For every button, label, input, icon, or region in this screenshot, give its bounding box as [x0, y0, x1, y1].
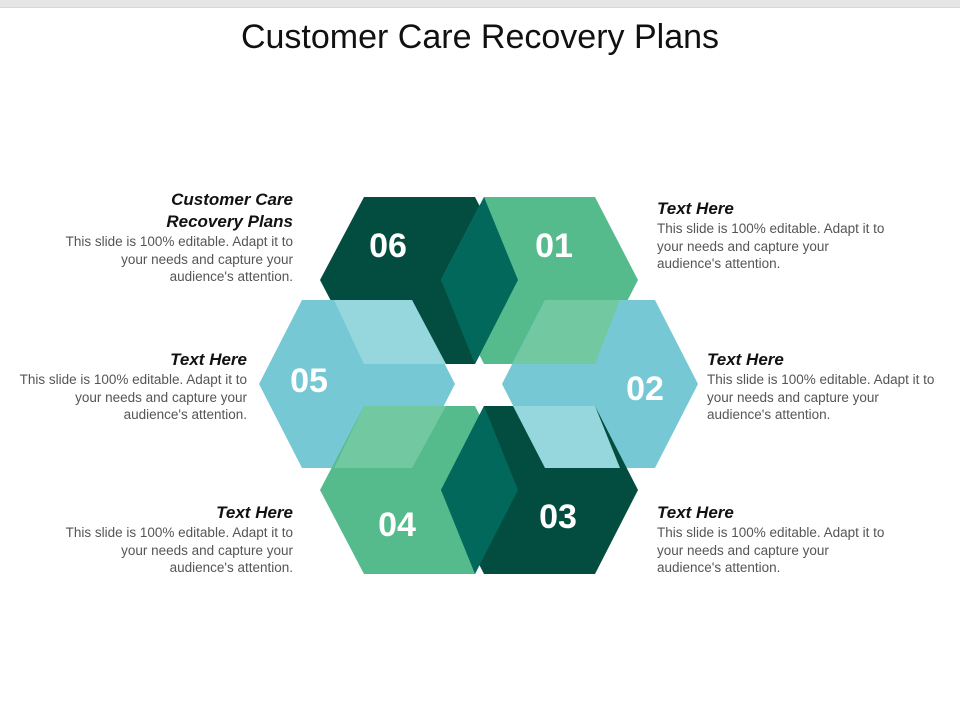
callout-mid-left: Text Here This slide is 100% editable. A… — [17, 349, 247, 424]
overlap-06-05 — [334, 300, 446, 364]
hexagon-05-number: 05 — [290, 362, 328, 400]
callout-mid-left-body: This slide is 100% editable. Adapt it to… — [19, 372, 247, 422]
callout-bottom-left-heading: Text Here — [216, 503, 293, 522]
callout-mid-right-heading: Text Here — [707, 350, 784, 369]
hexagon-03-number: 03 — [539, 498, 577, 536]
callout-mid-right: Text Here This slide is 100% editable. A… — [707, 349, 937, 424]
callout-bottom-right-body: This slide is 100% editable. Adapt it to… — [657, 525, 885, 575]
hexagon-02-number: 02 — [626, 370, 664, 408]
overlap-06-01 — [441, 197, 518, 364]
callout-mid-left-heading: Text Here — [170, 350, 247, 369]
callout-bottom-left-body: This slide is 100% editable. Adapt it to… — [65, 525, 293, 575]
callout-top-right-heading: Text Here — [657, 199, 734, 218]
callout-top-right: Text Here This slide is 100% editable. A… — [657, 198, 887, 273]
overlap-04-05 — [334, 406, 446, 468]
overlap-01-02 — [513, 300, 620, 364]
callout-top-left: Customer Care Recovery Plans This slide … — [63, 189, 293, 286]
hexagon-06-number: 06 — [369, 227, 407, 265]
callout-mid-right-body: This slide is 100% editable. Adapt it to… — [707, 372, 935, 422]
callout-bottom-right: Text Here This slide is 100% editable. A… — [657, 502, 887, 577]
callout-bottom-left: Text Here This slide is 100% editable. A… — [63, 502, 293, 577]
callout-top-left-heading-line2: Recovery Plans — [166, 212, 293, 231]
slide-title: Customer Care Recovery Plans — [240, 18, 720, 56]
top-rule-divider — [0, 0, 960, 8]
callout-top-right-body: This slide is 100% editable. Adapt it to… — [657, 221, 885, 271]
callout-top-left-heading-line1: Customer Care — [171, 190, 293, 209]
hexagon-01-number: 01 — [535, 227, 573, 265]
callout-bottom-right-heading: Text Here — [657, 503, 734, 522]
hexagon-04-number: 04 — [378, 506, 416, 544]
overlap-03-02 — [513, 406, 620, 468]
overlap-04-03 — [441, 406, 518, 574]
callout-top-left-body: This slide is 100% editable. Adapt it to… — [65, 234, 293, 284]
